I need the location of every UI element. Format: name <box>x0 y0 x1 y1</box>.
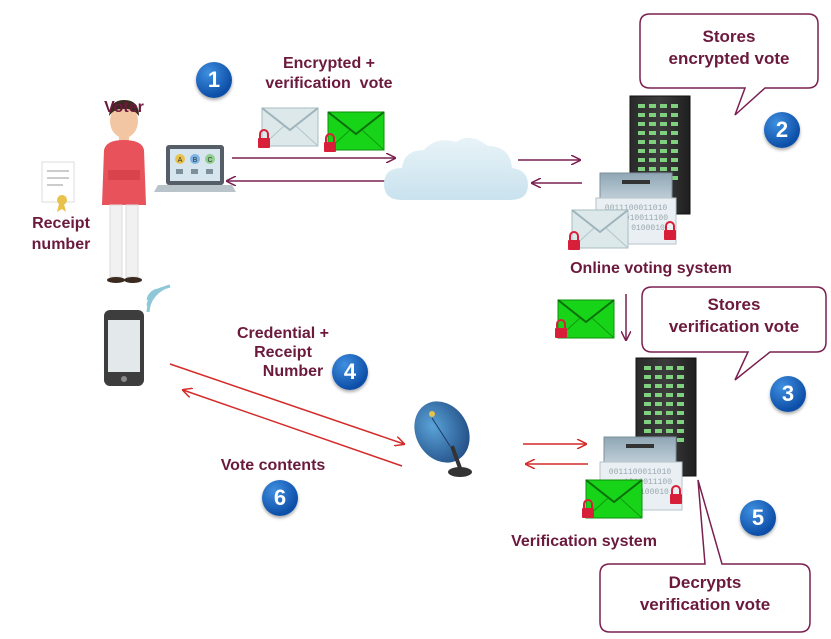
step-4-badge: 4 <box>332 354 368 390</box>
voter-label: Voter <box>104 99 144 116</box>
receipt-label-line-2: number <box>31 235 91 253</box>
step-2-badge: 2 <box>764 112 800 148</box>
laptop-icon: A B C <box>154 145 236 192</box>
credential-label-line-3: Number <box>262 363 324 381</box>
binary-line-1: 0011100011010 <box>609 468 672 477</box>
encrypted-label-line-1: Encrypted + <box>282 55 376 72</box>
stores-verification-bubble-text: Stores verification vote <box>642 294 826 338</box>
credential-label-line-1: Credential + <box>236 325 330 342</box>
binary-line-2: 1010011100 <box>624 478 672 487</box>
cloud-icon <box>384 137 528 200</box>
satellite-to-phone-arrow <box>183 390 403 467</box>
verification-server-icon: 0011100011010 1010011100 0100010 <box>581 357 697 519</box>
decrypts-line-2: verification vote <box>639 595 771 615</box>
receipt-icon <box>41 161 75 212</box>
decrypts-bubble <box>599 479 811 633</box>
online-voting-system-label: Online voting system <box>570 260 732 277</box>
decrypts-bubble-text: Decrypts verification vote <box>600 572 810 616</box>
step-3-badge: 3 <box>770 376 806 412</box>
stores-encrypted-bubble-text: Stores encrypted vote <box>640 26 818 70</box>
phone-to-satellite-arrow <box>169 363 404 444</box>
stores-encrypted-line-2: encrypted vote <box>668 49 790 69</box>
ballot-option-c: C <box>207 157 212 164</box>
receipt-label-line-1: Receipt <box>32 215 90 232</box>
phone-icon <box>104 284 171 386</box>
binary-line-2: 1010011100 <box>620 214 668 223</box>
step-6-badge: 6 <box>262 480 298 516</box>
credential-receipt-label: Credential + Receipt Number <box>222 324 344 382</box>
encrypted-label-line-2: verification vote <box>265 75 393 92</box>
green-envelope-icon <box>323 111 385 153</box>
binary-line-3: 0100010 <box>631 224 665 233</box>
credential-label-line-2: Receipt <box>254 344 312 362</box>
stores-encrypted-line-1: Stores <box>702 27 756 46</box>
step-5-badge: 5 <box>740 500 776 536</box>
online-server-icon: 0011100011010 1010011100 0100010 <box>567 95 691 251</box>
satellite-dish-icon <box>414 401 472 477</box>
receipt-number-label: Receipt number <box>14 214 108 256</box>
green-envelope-icon <box>554 299 615 339</box>
stores-encrypted-bubble <box>639 13 819 116</box>
stores-verification-line-2: verification vote <box>668 317 800 337</box>
binary-line-1: 0011100011010 <box>605 204 668 213</box>
grey-envelope-icon <box>257 107 319 149</box>
decrypts-line-1: Decrypts <box>668 573 742 592</box>
step-1-badge: 1 <box>196 62 232 98</box>
stores-verification-line-1: Stores <box>707 295 761 314</box>
encrypted-vote-label: Encrypted + verification vote <box>244 54 414 94</box>
binary-line-3: 0100010 <box>635 488 669 497</box>
voter-figure <box>102 100 146 283</box>
ballot-option-a: A <box>178 157 183 164</box>
stores-verification-bubble <box>641 286 827 381</box>
verification-system-label: Verification system <box>511 533 657 550</box>
vote-contents-label: Vote contents <box>220 457 326 474</box>
ballot-option-b: B <box>193 157 198 164</box>
